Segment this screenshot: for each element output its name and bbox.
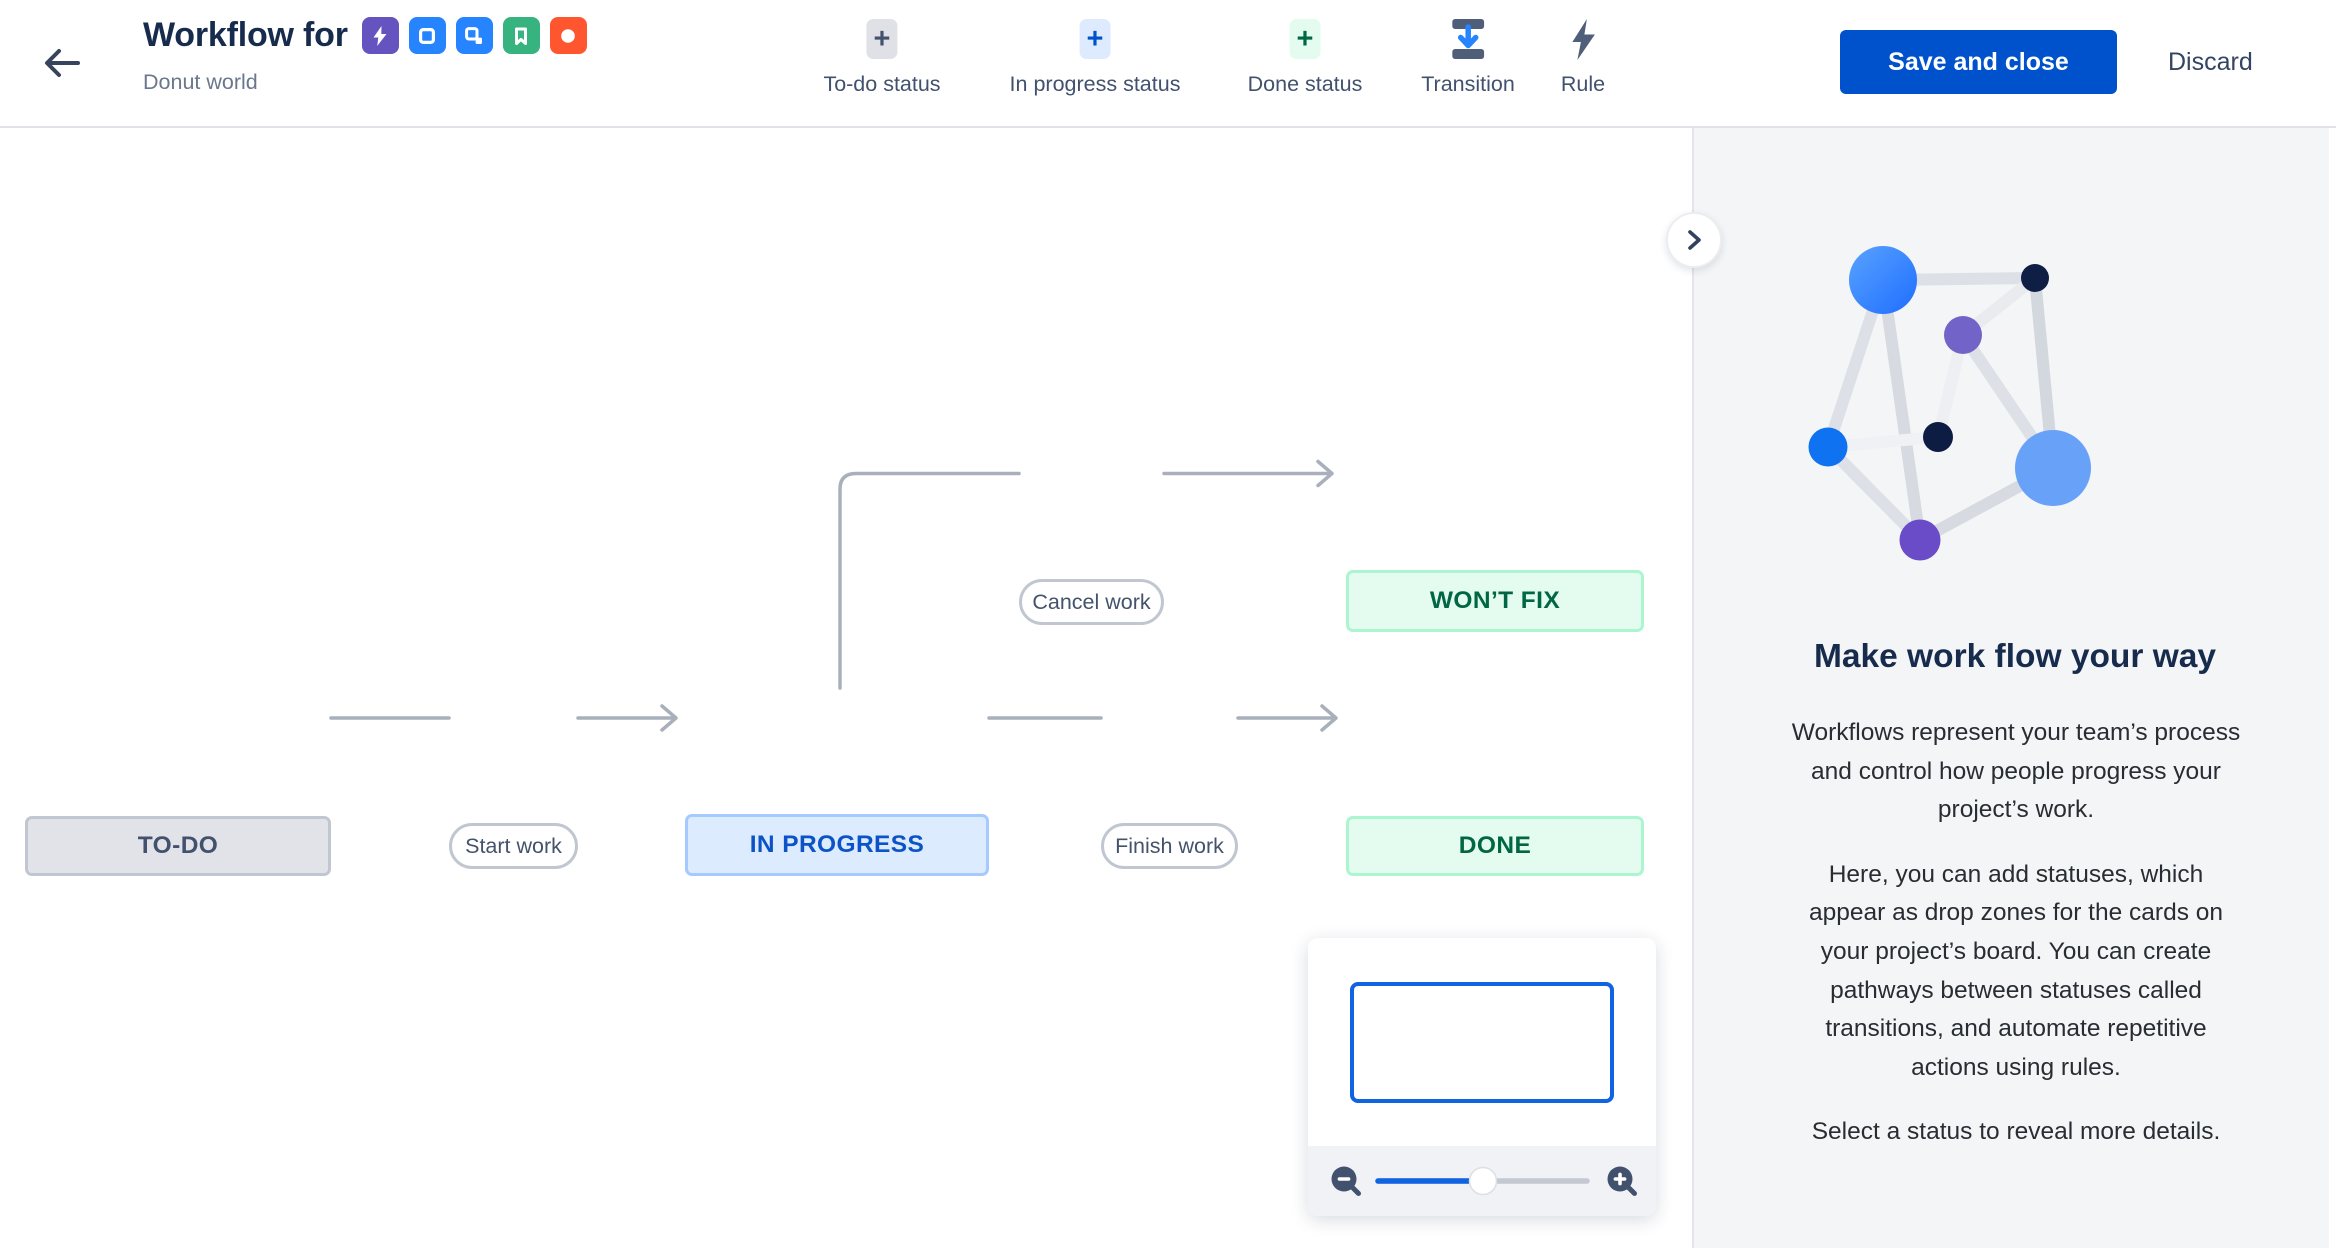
node-navy-center: [1923, 422, 1953, 452]
plus-icon: +: [866, 19, 898, 59]
back-button[interactable]: [36, 38, 88, 90]
sidebar-description: Workflows represent your team’s process …: [1791, 714, 2241, 1178]
task-icon: [408, 17, 446, 54]
minimap-zoom-bar: [1308, 1146, 1656, 1216]
transition-icon: [1451, 19, 1484, 59]
transition-start-work[interactable]: Start work: [449, 823, 578, 869]
node-purple-mid: [1944, 316, 1982, 354]
epic-icon: [361, 17, 399, 54]
story-icon: [502, 17, 540, 54]
add-todo-status-button[interactable]: + To-do status: [823, 19, 941, 97]
panel-divider: [1692, 128, 1694, 1248]
header: Workflow for Donut world: [0, 0, 2336, 128]
save-and-close-button[interactable]: Save and close: [1840, 30, 2117, 94]
sidebar-scrollbar-track[interactable]: [2329, 128, 2336, 1248]
zoom-slider-thumb[interactable]: [1468, 1166, 1498, 1196]
minimap-panel: [1308, 938, 1656, 1216]
node-blue-left: [1808, 427, 1848, 467]
title-row: Workflow for: [143, 16, 587, 55]
minimap-viewport[interactable]: [1350, 982, 1614, 1103]
workflow-connectors: [329, 459, 1338, 732]
sidebar-paragraph: Select a status to reveal more details.: [1811, 1118, 2221, 1146]
node-light-blue-large: [2015, 430, 2091, 506]
transition-finish-work[interactable]: Finish work: [1101, 823, 1238, 869]
zoom-out-button[interactable]: [1331, 1166, 1361, 1196]
node-large-blue: [1849, 246, 1917, 314]
back-arrow-icon: [45, 48, 80, 77]
add-inprogress-status-button[interactable]: + In progress status: [1010, 19, 1180, 97]
node-purple-bottom: [1899, 519, 1941, 561]
collapse-panel-button[interactable]: [1666, 212, 1722, 268]
node-navy-small: [2021, 264, 2049, 292]
status-node-in-progress[interactable]: IN PROGRESS: [685, 814, 989, 876]
bug-icon: [549, 17, 587, 54]
plus-icon: +: [1289, 19, 1321, 59]
add-rule-button[interactable]: Rule: [1561, 18, 1605, 97]
status-node-wont-fix[interactable]: WON’T FIX: [1346, 570, 1644, 632]
add-done-status-button[interactable]: + Done status: [1248, 19, 1362, 97]
zoom-in-button[interactable]: [1607, 1166, 1637, 1196]
transition-cancel-work[interactable]: Cancel work: [1019, 579, 1164, 625]
workflow-canvas[interactable]: TO-DO IN PROGRESS DONE WON’T FIX Start w…: [0, 128, 1692, 1248]
network-graph-illustration: [1808, 246, 2091, 561]
info-sidebar: Make work flow your way Workflows repres…: [1694, 128, 2336, 1248]
page-title: Workflow for: [143, 16, 348, 54]
status-node-todo[interactable]: TO-DO: [25, 816, 331, 876]
plus-icon: +: [1079, 19, 1111, 59]
sidebar-paragraph: Workflows represent your team’s process …: [1791, 719, 2241, 824]
sidebar-paragraph: Here, you can add statuses, which appear…: [1808, 860, 2224, 1081]
discard-button[interactable]: Discard: [2150, 30, 2271, 94]
chevron-right-icon: [1688, 230, 1701, 250]
lightning-icon: [1570, 18, 1597, 60]
subtask-icon: [455, 17, 493, 54]
add-transition-button[interactable]: Transition: [1421, 19, 1515, 97]
status-node-done[interactable]: DONE: [1346, 816, 1644, 876]
project-name: Donut world: [143, 70, 258, 94]
issue-type-icons: [361, 17, 587, 54]
zoom-slider[interactable]: [1375, 1166, 1590, 1196]
sidebar-heading: Make work flow your way: [1813, 638, 2217, 675]
